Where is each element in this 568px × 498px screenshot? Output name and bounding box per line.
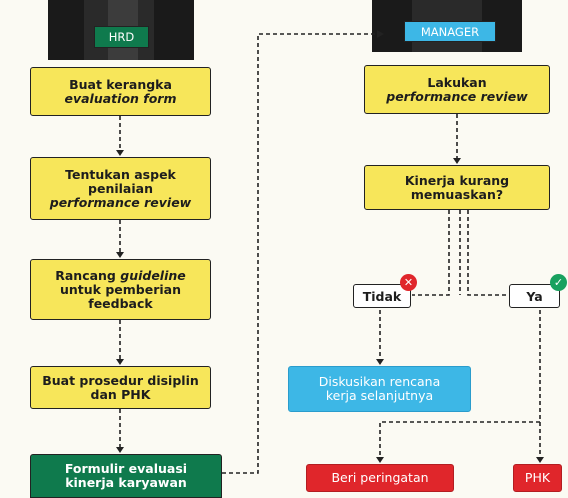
hrd-role-tag: HRD [94, 26, 149, 48]
manager-decision-line-2: memuaskan? [410, 186, 504, 202]
manager-step-1-line-2: performance review [386, 88, 528, 104]
hrd-step-3: Rancang guideline untuk pemberian feedba… [30, 259, 211, 320]
outcome-warning: Beri peringatan [306, 464, 454, 492]
hrd-step-4-line-2: dan PHK [90, 386, 151, 402]
manager-step-1: Lakukan performance review [364, 65, 550, 114]
hrd-output-line-2: kinerja karyawan [65, 475, 187, 490]
hrd-step-3-line-1: Rancang guideline [55, 267, 186, 283]
arrowhead-to-manager [377, 30, 384, 38]
hrd-step-1-line-2: evaluation form [64, 90, 177, 106]
hrd-step-4-line-1: Buat prosedur disiplin [42, 372, 199, 388]
outcome-discuss-line-2: kerja selanjutnya [325, 388, 434, 403]
outcome-discuss: Diskusikan rencana kerja selanjutnya [288, 366, 471, 412]
arrowhead-manager-1 [453, 158, 461, 164]
hrd-step-2-line-3: performance review [49, 194, 192, 210]
decision-no-label: Tidak [353, 284, 411, 308]
connector-decision-yes-a [467, 210, 508, 296]
manager-decision: Kinerja kurang memuaskan? [364, 165, 550, 210]
connector-to-manager [222, 33, 378, 474]
arrowhead-hrd-1 [116, 150, 124, 156]
hrd-step-3-word-1: Rancang [55, 267, 121, 283]
hrd-step-2: Tentukan aspek penilaian performance rev… [30, 157, 211, 220]
hrd-step-1: Buat kerangka evaluation form [30, 67, 211, 116]
hrd-step-3-line-3: feedback [88, 295, 153, 311]
hrd-step-3-line-2: untuk pemberian [60, 281, 181, 297]
hrd-step-2-line-1: Tentukan aspek [65, 166, 176, 182]
arrowhead-hrd-4 [116, 447, 124, 453]
arrowhead-hrd-3 [116, 359, 124, 365]
manager-step-1-line-1: Lakukan [427, 74, 487, 90]
hrd-step-1-line-1: Buat kerangka [69, 76, 172, 92]
hrd-output-line-1: Formulir evaluasi [64, 461, 188, 476]
arrowhead-no-down [376, 359, 384, 365]
manager-decision-line-1: Kinerja kurang [404, 172, 510, 188]
outcome-phk: PHK [513, 464, 562, 492]
close-icon: ✕ [400, 274, 417, 291]
hrd-step-4: Buat prosedur disiplin dan PHK [30, 366, 211, 409]
arrowhead-hrd-2 [116, 252, 124, 258]
check-icon: ✓ [550, 274, 567, 291]
hrd-step-3-word-2: guideline [120, 267, 186, 283]
arrowhead-phk [536, 457, 544, 463]
outcome-discuss-line-1: Diskusikan rencana [318, 374, 441, 389]
connector-to-warning [379, 421, 540, 458]
arrowhead-warning [376, 457, 384, 463]
connector-decision-no [412, 210, 450, 296]
hrd-output-form: Formulir evaluasi kinerja karyawan [30, 454, 222, 498]
decision-yes-label: Ya [509, 284, 560, 308]
manager-role-tag: MANAGER [404, 21, 496, 42]
hrd-step-2-line-2: penilaian [88, 180, 153, 196]
